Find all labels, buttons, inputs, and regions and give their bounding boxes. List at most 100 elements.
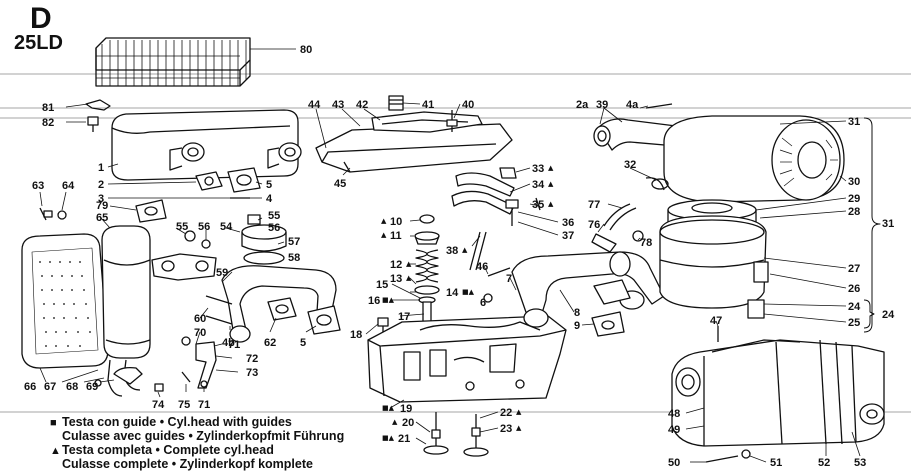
flange-gasket (135, 199, 167, 223)
muffler (111, 109, 302, 181)
callout-52: 52 (818, 457, 830, 469)
callout-19: 19 (400, 403, 412, 415)
callout-53: 53 (854, 457, 866, 469)
callout-6: 6 (480, 297, 486, 309)
callout-80: 80 (300, 44, 312, 56)
triangle-marker: ▲ (548, 164, 554, 172)
rain-cap (241, 214, 287, 265)
callout-7: 7 (506, 273, 512, 285)
callout-36: 36 (562, 217, 574, 229)
bolt-pair (39, 207, 67, 221)
intake-elbow (593, 118, 677, 151)
nut-pair (184, 230, 211, 249)
callout-49: 49 (668, 424, 680, 436)
manifold-bolts (483, 267, 511, 303)
callout-13: 13 (390, 273, 402, 285)
exhaust-gasket (195, 167, 261, 193)
callout-26: 26 (848, 283, 860, 295)
callout-25: 25 (848, 317, 860, 329)
callout-82: 82 (42, 117, 54, 129)
callout-73: 73 (246, 367, 258, 379)
callout-2a: 2a (576, 99, 589, 111)
callout-21: 21 (398, 433, 410, 445)
screw (87, 116, 99, 132)
callout-31: 31 (848, 116, 860, 128)
triangle-marker: ▲ (548, 180, 554, 188)
triangle-marker: ▲ (406, 274, 412, 282)
callout-22: 22 (500, 407, 512, 419)
valves (423, 412, 489, 457)
triangle-marker: ▲ (548, 200, 554, 208)
stud (645, 103, 673, 109)
callout-32: 32 (624, 159, 636, 171)
callout-56: 56 (198, 221, 210, 233)
legend-line-2: Culasse avec guides • Zylinderkopfmit Fü… (50, 429, 344, 443)
pipe-clamp (94, 366, 143, 387)
exhaust-flange (151, 253, 217, 281)
vertical-muffler (101, 225, 151, 397)
group-bracket (863, 117, 881, 333)
callout-77: 77 (588, 199, 600, 211)
callout-33: 33 (532, 163, 544, 175)
callout-5: 5 (266, 179, 272, 191)
heat-shield-grille (95, 37, 251, 87)
legend-line-1: ■ Testa con guide • Cyl.head with guides (50, 415, 292, 430)
callout-54: 54 (220, 221, 233, 233)
cover-stud (446, 110, 458, 132)
callout-48: 48 (668, 408, 680, 420)
callout-67: 67 (44, 381, 56, 393)
square-triangle-marker: ■▲ (382, 296, 395, 304)
square-triangle-marker: ■▲ (382, 404, 395, 412)
callout-65: 65 (96, 212, 108, 224)
callout-55: 55 (268, 210, 280, 222)
callout-60: 60 (194, 313, 206, 325)
callout-20: 20 (402, 417, 414, 429)
section-letter: D (30, 2, 52, 35)
callout-63: 63 (32, 180, 44, 192)
large-muffler (671, 339, 885, 447)
callout-56: 56 (268, 222, 280, 234)
square-triangle-marker: ■▲ (382, 434, 395, 442)
studs (205, 295, 233, 325)
callout-2: 2 (98, 179, 104, 191)
clip (85, 99, 111, 111)
triangle-marker: ▲ (462, 246, 468, 254)
triangle-marker: ▲ (392, 418, 398, 426)
cylinder-head (367, 315, 567, 403)
callout-71: 71 (228, 339, 240, 351)
callout-44: 44 (308, 99, 321, 111)
callout-markers: ▲ ▲ ▲ ▲ ▲ ▲ ▲ ▲ ■▲ ■▲ ■▲ ▲ ■▲ ▲ ▲ (381, 164, 554, 442)
callout-81: 81 (42, 102, 54, 114)
legend-line-3: ▲Testa completa • Complete cyl.head (50, 443, 274, 458)
callout-28: 28 (848, 206, 860, 218)
callout-68: 68 (66, 381, 78, 393)
callout-27: 27 (848, 263, 860, 275)
triangle-marker: ▲ (406, 260, 412, 268)
callout-10: 10 (390, 216, 402, 228)
square-marker: ■ (50, 417, 57, 429)
callout-4b: 4b (222, 337, 235, 349)
callout-42: 42 (356, 99, 368, 111)
legend-line-4: Culasse complete • Zylinderkopf komplete (50, 457, 313, 471)
callout-59: 59 (216, 267, 228, 279)
filter-housing (659, 215, 769, 319)
callout-45: 45 (334, 178, 346, 190)
callout-62: 62 (264, 337, 276, 349)
callout-30: 30 (848, 176, 860, 188)
callout-74: 74 (152, 399, 165, 411)
callout-5: 5 (300, 337, 306, 349)
callout-58: 58 (288, 252, 300, 264)
callout-12: 12 (390, 259, 402, 271)
callout-39: 39 (596, 99, 608, 111)
callout-35: 35 (532, 199, 544, 211)
callout-1: 1 (98, 162, 104, 174)
callout-79: 79 (96, 200, 108, 212)
engine-model: 25LD (14, 32, 63, 54)
callout-40: 40 (462, 99, 474, 111)
callout-14: 14 (446, 287, 459, 299)
triangle-marker: ▲ (381, 231, 387, 239)
legend-text: Testa con guide • Cyl.head with guides (62, 415, 292, 429)
air-filter-cover (663, 115, 845, 203)
callout-46: 46 (476, 261, 488, 273)
callout-15: 15 (376, 279, 388, 291)
